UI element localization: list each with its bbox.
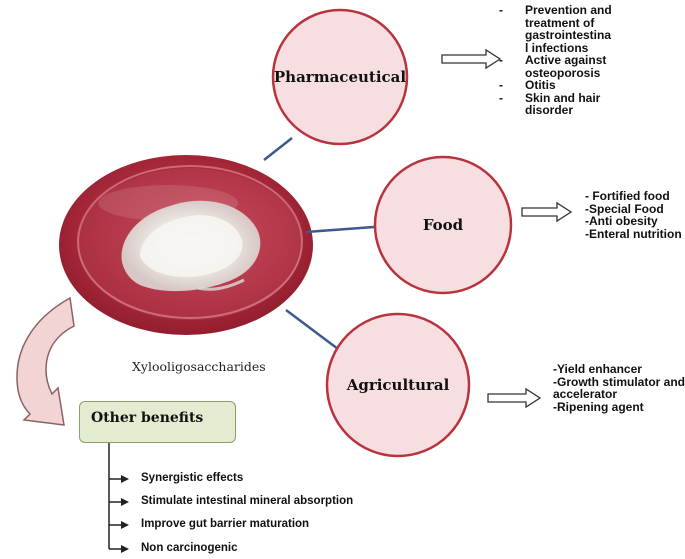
food-list: - Fortified food -Special Food -Anti obe… — [585, 190, 682, 240]
list-item: -Active against osteoporosis — [499, 53, 607, 80]
list-item: -Enteral nutrition — [585, 226, 682, 241]
list-item: -Growth stimulator and accelerator — [553, 374, 685, 401]
agricultural-list: -Yield enhancer -Growth stimulator and a… — [553, 363, 685, 413]
list-item: -Skin and hair disorder — [499, 90, 601, 117]
pharmaceutical-label: Pharmaceutical — [273, 68, 407, 86]
agricultural-circle — [325, 312, 471, 458]
arrow-agricultural — [487, 387, 542, 409]
food-label: Food — [422, 216, 464, 234]
benefits-bracket — [108, 443, 129, 553]
benefit-item: Non carcinogenic — [141, 542, 238, 554]
pharmaceutical-list: -Prevention and treatment of gastrointes… — [499, 4, 617, 117]
benefit-item: Stimulate intestinal mineral absorption — [141, 495, 354, 507]
connector-pharmaceutical — [263, 137, 293, 161]
list-item: -Otitis — [499, 78, 556, 92]
agricultural-label: Agricultural — [346, 376, 450, 394]
connector-food — [305, 225, 375, 234]
list-item: - Fortified food — [585, 189, 670, 203]
list-item: -Prevention and treatment of gastrointes… — [499, 3, 612, 55]
list-item: -Ripening agent — [553, 399, 644, 414]
list-item: -Anti obesity — [585, 214, 658, 228]
benefit-item: Improve gut barrier maturation — [141, 518, 310, 530]
curved-arrow — [16, 296, 75, 426]
list-item: -Special Food — [585, 201, 664, 216]
center-caption: Xylooligosaccharides — [132, 359, 266, 374]
benefit-item: Synergistic effects — [141, 472, 244, 484]
connector-agricultural — [285, 309, 343, 353]
pharmaceutical-circle — [271, 8, 409, 146]
petri-dish-image — [59, 155, 313, 335]
other-benefits-label: Other benefits — [91, 410, 204, 426]
list-item: -Yield enhancer — [553, 362, 642, 376]
arrow-food — [521, 201, 573, 223]
other-benefits-box: Other benefits — [79, 401, 236, 443]
arrow-pharmaceutical — [441, 48, 502, 70]
food-circle — [373, 155, 513, 295]
